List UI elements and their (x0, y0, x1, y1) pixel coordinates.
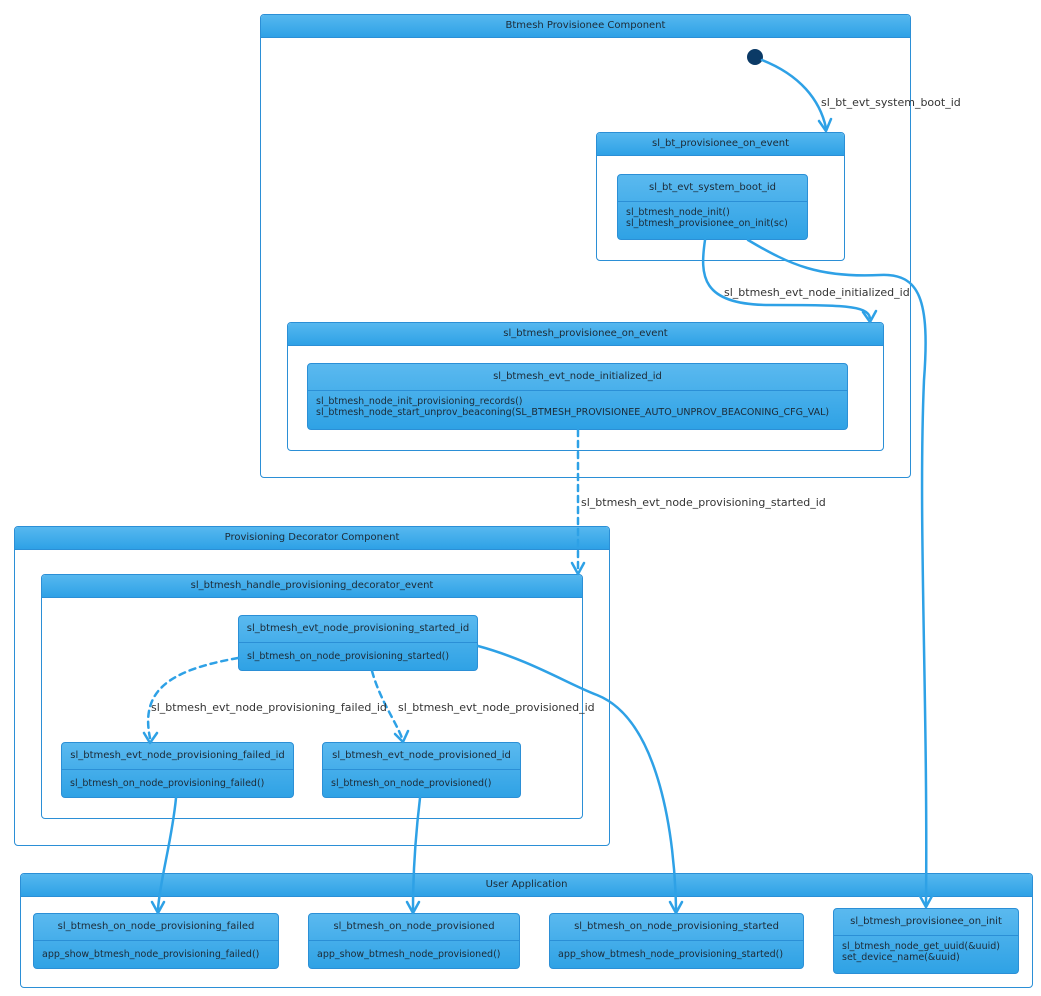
state-line: sl_btmesh_node_init_provisioning_records… (316, 396, 523, 407)
state-line: sl_btmesh_node_get_uuid(&uuid) (842, 941, 1000, 952)
state-app-provisioning-failed: sl_btmesh_on_node_provisioning_failed ap… (33, 913, 279, 969)
state-line: sl_btmesh_provisionee_on_init(sc) (626, 218, 788, 229)
state-body: sl_btmesh_on_node_provisioning_started() (239, 643, 477, 667)
state-line: sl_btmesh_node_init() (626, 207, 730, 218)
state-line: sl_btmesh_on_node_provisioned() (331, 778, 492, 789)
state-title: sl_btmesh_evt_node_initialized_id (308, 364, 847, 391)
state-body: app_show_btmesh_node_provisioning_starte… (550, 941, 803, 965)
state-line: app_show_btmesh_node_provisioning_failed… (42, 949, 260, 960)
label-prov-failed: sl_btmesh_evt_node_provisioning_failed_i… (151, 701, 387, 714)
state-body: app_show_btmesh_node_provisioned() (309, 941, 519, 965)
state-title: sl_btmesh_on_node_provisioning_started (550, 914, 803, 941)
state-title: sl_btmesh_evt_node_provisioning_failed_i… (62, 743, 293, 770)
state-title: sl_btmesh_on_node_provisioning_failed (34, 914, 278, 941)
state-app-provisioned: sl_btmesh_on_node_provisioned app_show_b… (308, 913, 520, 969)
state-body: sl_btmesh_on_node_provisioning_failed() (62, 770, 293, 794)
state-line: sl_btmesh_node_start_unprov_beaconing(SL… (316, 407, 830, 418)
label-provisioned: sl_btmesh_evt_node_provisioned_id (398, 701, 595, 714)
state-line: sl_btmesh_on_node_provisioning_started() (247, 651, 450, 662)
state-line: app_show_btmesh_node_provisioning_starte… (558, 949, 784, 960)
state-title: sl_btmesh_on_node_provisioned (309, 914, 519, 941)
frame-btmesh-on-event-title: sl_btmesh_provisionee_on_event (288, 323, 883, 346)
frame-decorator-event-title: sl_btmesh_handle_provisioning_decorator_… (42, 575, 582, 598)
state-line: set_device_name(&uuid) (842, 952, 960, 963)
state-title: sl_bt_evt_system_boot_id (618, 175, 807, 202)
state-app-on-init: sl_btmesh_provisionee_on_init sl_btmesh_… (833, 908, 1019, 974)
state-node-initialized: sl_btmesh_evt_node_initialized_id sl_btm… (307, 363, 848, 430)
label-initialized: sl_btmesh_evt_node_initialized_id (724, 286, 910, 299)
state-system-boot: sl_bt_evt_system_boot_id sl_btmesh_node_… (617, 174, 808, 240)
frame-bt-on-event-title: sl_bt_provisionee_on_event (597, 133, 844, 156)
state-line: app_show_btmesh_node_provisioned() (317, 949, 501, 960)
label-boot: sl_bt_evt_system_boot_id (821, 96, 961, 109)
state-body: sl_btmesh_node_get_uuid(&uuid) set_devic… (834, 936, 1018, 968)
state-provisioning-started: sl_btmesh_evt_node_provisioning_started_… (238, 615, 478, 671)
state-body: sl_btmesh_node_init_provisioning_records… (308, 391, 847, 423)
initial-state-node (747, 49, 763, 65)
frame-provisionee-title: Btmesh Provisionee Component (261, 15, 910, 38)
state-provisioned: sl_btmesh_evt_node_provisioned_id sl_btm… (322, 742, 521, 798)
state-title: sl_btmesh_evt_node_provisioning_started_… (239, 616, 477, 643)
state-provisioning-failed: sl_btmesh_evt_node_provisioning_failed_i… (61, 742, 294, 798)
state-body: sl_btmesh_on_node_provisioned() (323, 770, 520, 794)
state-title: sl_btmesh_evt_node_provisioned_id (323, 743, 520, 770)
frame-user-app-title: User Application (21, 874, 1032, 897)
label-prov-started: sl_btmesh_evt_node_provisioning_started_… (581, 496, 826, 509)
state-body: app_show_btmesh_node_provisioning_failed… (34, 941, 278, 965)
state-line: sl_btmesh_on_node_provisioning_failed() (70, 778, 265, 789)
state-app-provisioning-started: sl_btmesh_on_node_provisioning_started a… (549, 913, 804, 969)
frame-decorator-title: Provisioning Decorator Component (15, 527, 609, 550)
state-body: sl_btmesh_node_init() sl_btmesh_provisio… (618, 202, 807, 234)
state-title: sl_btmesh_provisionee_on_init (834, 909, 1018, 936)
